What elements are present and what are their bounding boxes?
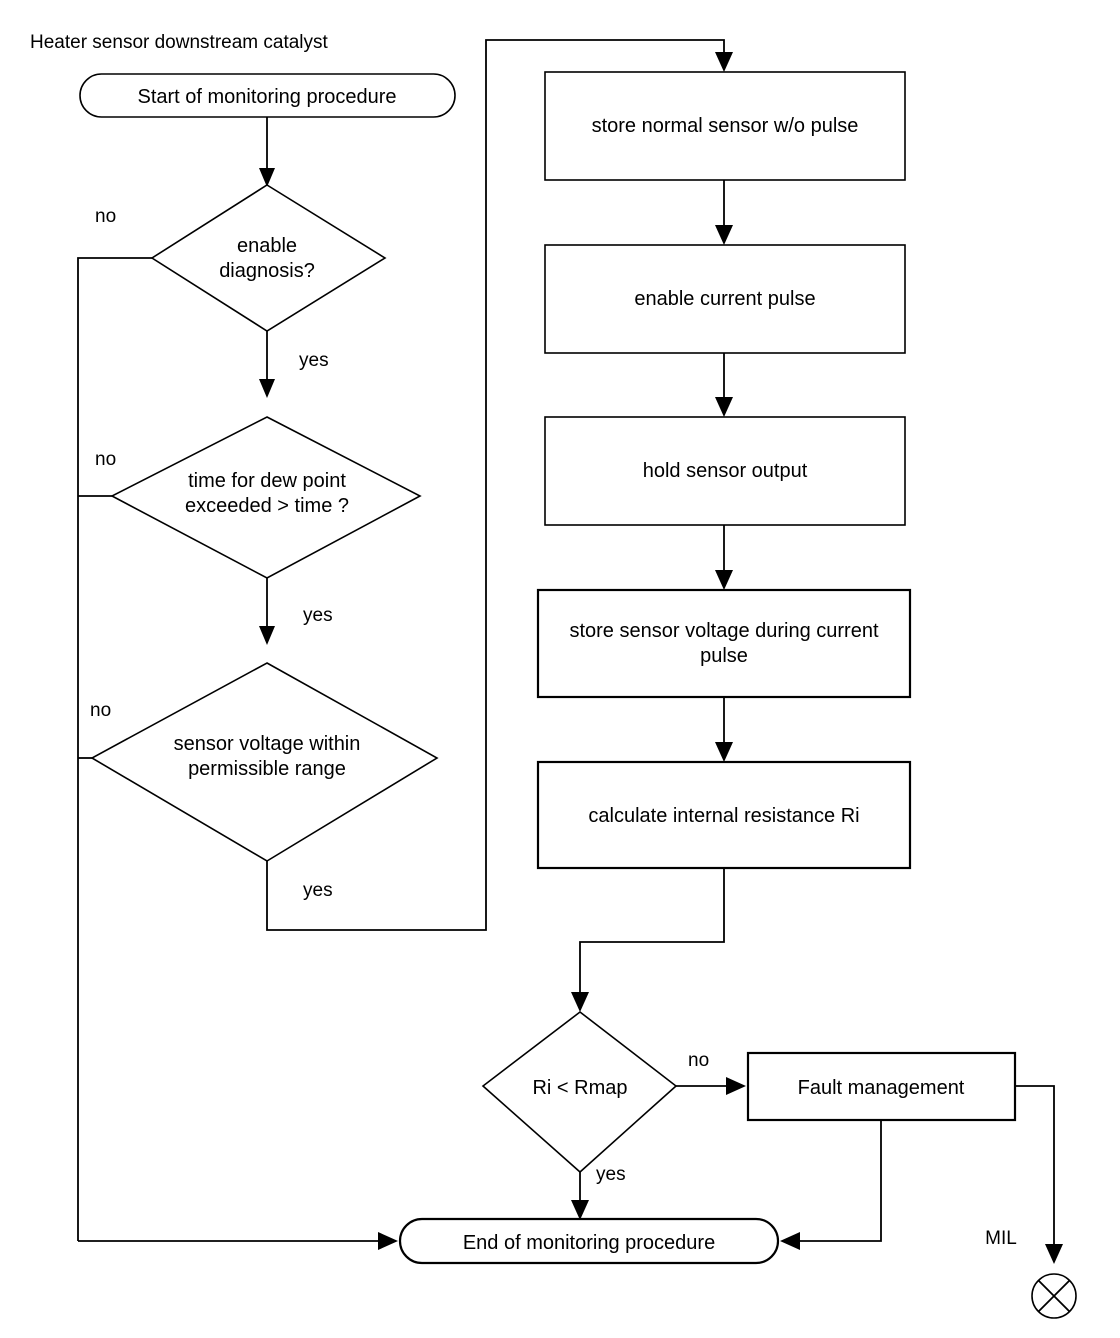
node-enable-diagnosis[interactable]: enable diagnosis? bbox=[150, 184, 387, 332]
node-dew-point-label-line1: time for dew point bbox=[188, 470, 346, 492]
edge-hold-output-to-store-voltage bbox=[715, 525, 733, 590]
node-enable-current-pulse[interactable]: enable current pulse bbox=[544, 244, 906, 354]
edge-enable-diagnosis-no bbox=[77, 257, 152, 1241]
node-store-sensor-voltage-label-line1: store sensor voltage during current bbox=[569, 620, 878, 642]
node-store-normal-sensor[interactable]: store normal sensor w/o pulse bbox=[544, 71, 906, 181]
node-mil-lamp[interactable]: MIL bbox=[985, 1228, 1077, 1319]
edge-label-dew-point-yes: yes bbox=[303, 605, 333, 626]
diagram-title: Heater sensor downstream catalyst bbox=[30, 32, 329, 53]
edge-no-bus-to-end bbox=[78, 1232, 398, 1250]
edge-calculate-ri-to-ri-compare bbox=[571, 868, 725, 1012]
edge-fault-management-to-end bbox=[780, 1120, 882, 1250]
node-calculate-internal-resistance-label: calculate internal resistance Ri bbox=[588, 805, 859, 827]
node-sensor-voltage[interactable]: sensor voltage within permissible range bbox=[90, 662, 439, 862]
edge-label-enable-diagnosis-yes: yes bbox=[299, 350, 329, 371]
node-calculate-internal-resistance[interactable]: calculate internal resistance Ri bbox=[536, 760, 912, 870]
node-end[interactable]: End of monitoring procedure bbox=[398, 1217, 780, 1265]
edge-enable-diagnosis-yes bbox=[259, 331, 275, 398]
edge-label-dew-point-no: no bbox=[95, 449, 116, 470]
node-enable-current-pulse-label: enable current pulse bbox=[634, 288, 815, 310]
node-hold-sensor-output-label: hold sensor output bbox=[643, 460, 808, 482]
edge-enable-pulse-to-hold-output bbox=[715, 353, 733, 417]
edge-label-ri-compare-no: no bbox=[688, 1050, 709, 1071]
edge-label-enable-diagnosis-no: no bbox=[95, 206, 116, 227]
edge-store-voltage-to-calculate-ri bbox=[715, 697, 733, 762]
edge-label-sensor-voltage-yes: yes bbox=[303, 880, 333, 901]
node-sensor-voltage-label-line1: sensor voltage within bbox=[174, 733, 361, 755]
edge-ri-compare-yes-to-end bbox=[571, 1172, 589, 1220]
node-enable-diagnosis-label-line2: diagnosis? bbox=[219, 260, 315, 282]
node-end-label: End of monitoring procedure bbox=[463, 1232, 715, 1254]
edge-label-sensor-voltage-no: no bbox=[90, 700, 111, 721]
edge-fault-management-to-mil bbox=[1015, 1085, 1063, 1264]
node-start-label: Start of monitoring procedure bbox=[137, 86, 396, 108]
node-fault-management-label: Fault management bbox=[798, 1077, 965, 1099]
node-ri-compare[interactable]: Ri < Rmap bbox=[481, 1010, 678, 1174]
node-store-normal-sensor-label: store normal sensor w/o pulse bbox=[592, 115, 859, 137]
mil-lamp-icon bbox=[1031, 1273, 1077, 1319]
node-dew-point[interactable]: time for dew point exceeded > time ? bbox=[110, 416, 422, 579]
node-dew-point-label-line2: exceeded > time ? bbox=[185, 495, 349, 517]
edge-store-normal-sensor-to-enable-pulse bbox=[715, 180, 733, 245]
node-start[interactable]: Start of monitoring procedure bbox=[79, 73, 456, 118]
edge-dew-point-yes bbox=[259, 578, 275, 645]
edge-label-ri-compare-yes: yes bbox=[596, 1164, 626, 1185]
edge-sensor-voltage-yes-to-store-normal-sensor bbox=[266, 39, 733, 931]
node-store-sensor-voltage[interactable]: store sensor voltage during current puls… bbox=[536, 588, 912, 699]
node-hold-sensor-output[interactable]: hold sensor output bbox=[544, 416, 906, 526]
mil-label: MIL bbox=[985, 1228, 1017, 1249]
edge-ri-compare-no-to-fault-management bbox=[676, 1077, 746, 1095]
node-fault-management[interactable]: Fault management bbox=[746, 1051, 1017, 1122]
node-enable-diagnosis-label-line1: enable bbox=[237, 235, 297, 257]
node-sensor-voltage-label-line2: permissible range bbox=[188, 758, 346, 780]
node-store-sensor-voltage-label-line2: pulse bbox=[700, 645, 748, 667]
node-ri-compare-label: Ri < Rmap bbox=[532, 1077, 627, 1099]
edge-start-to-enable-diagnosis bbox=[259, 117, 275, 187]
